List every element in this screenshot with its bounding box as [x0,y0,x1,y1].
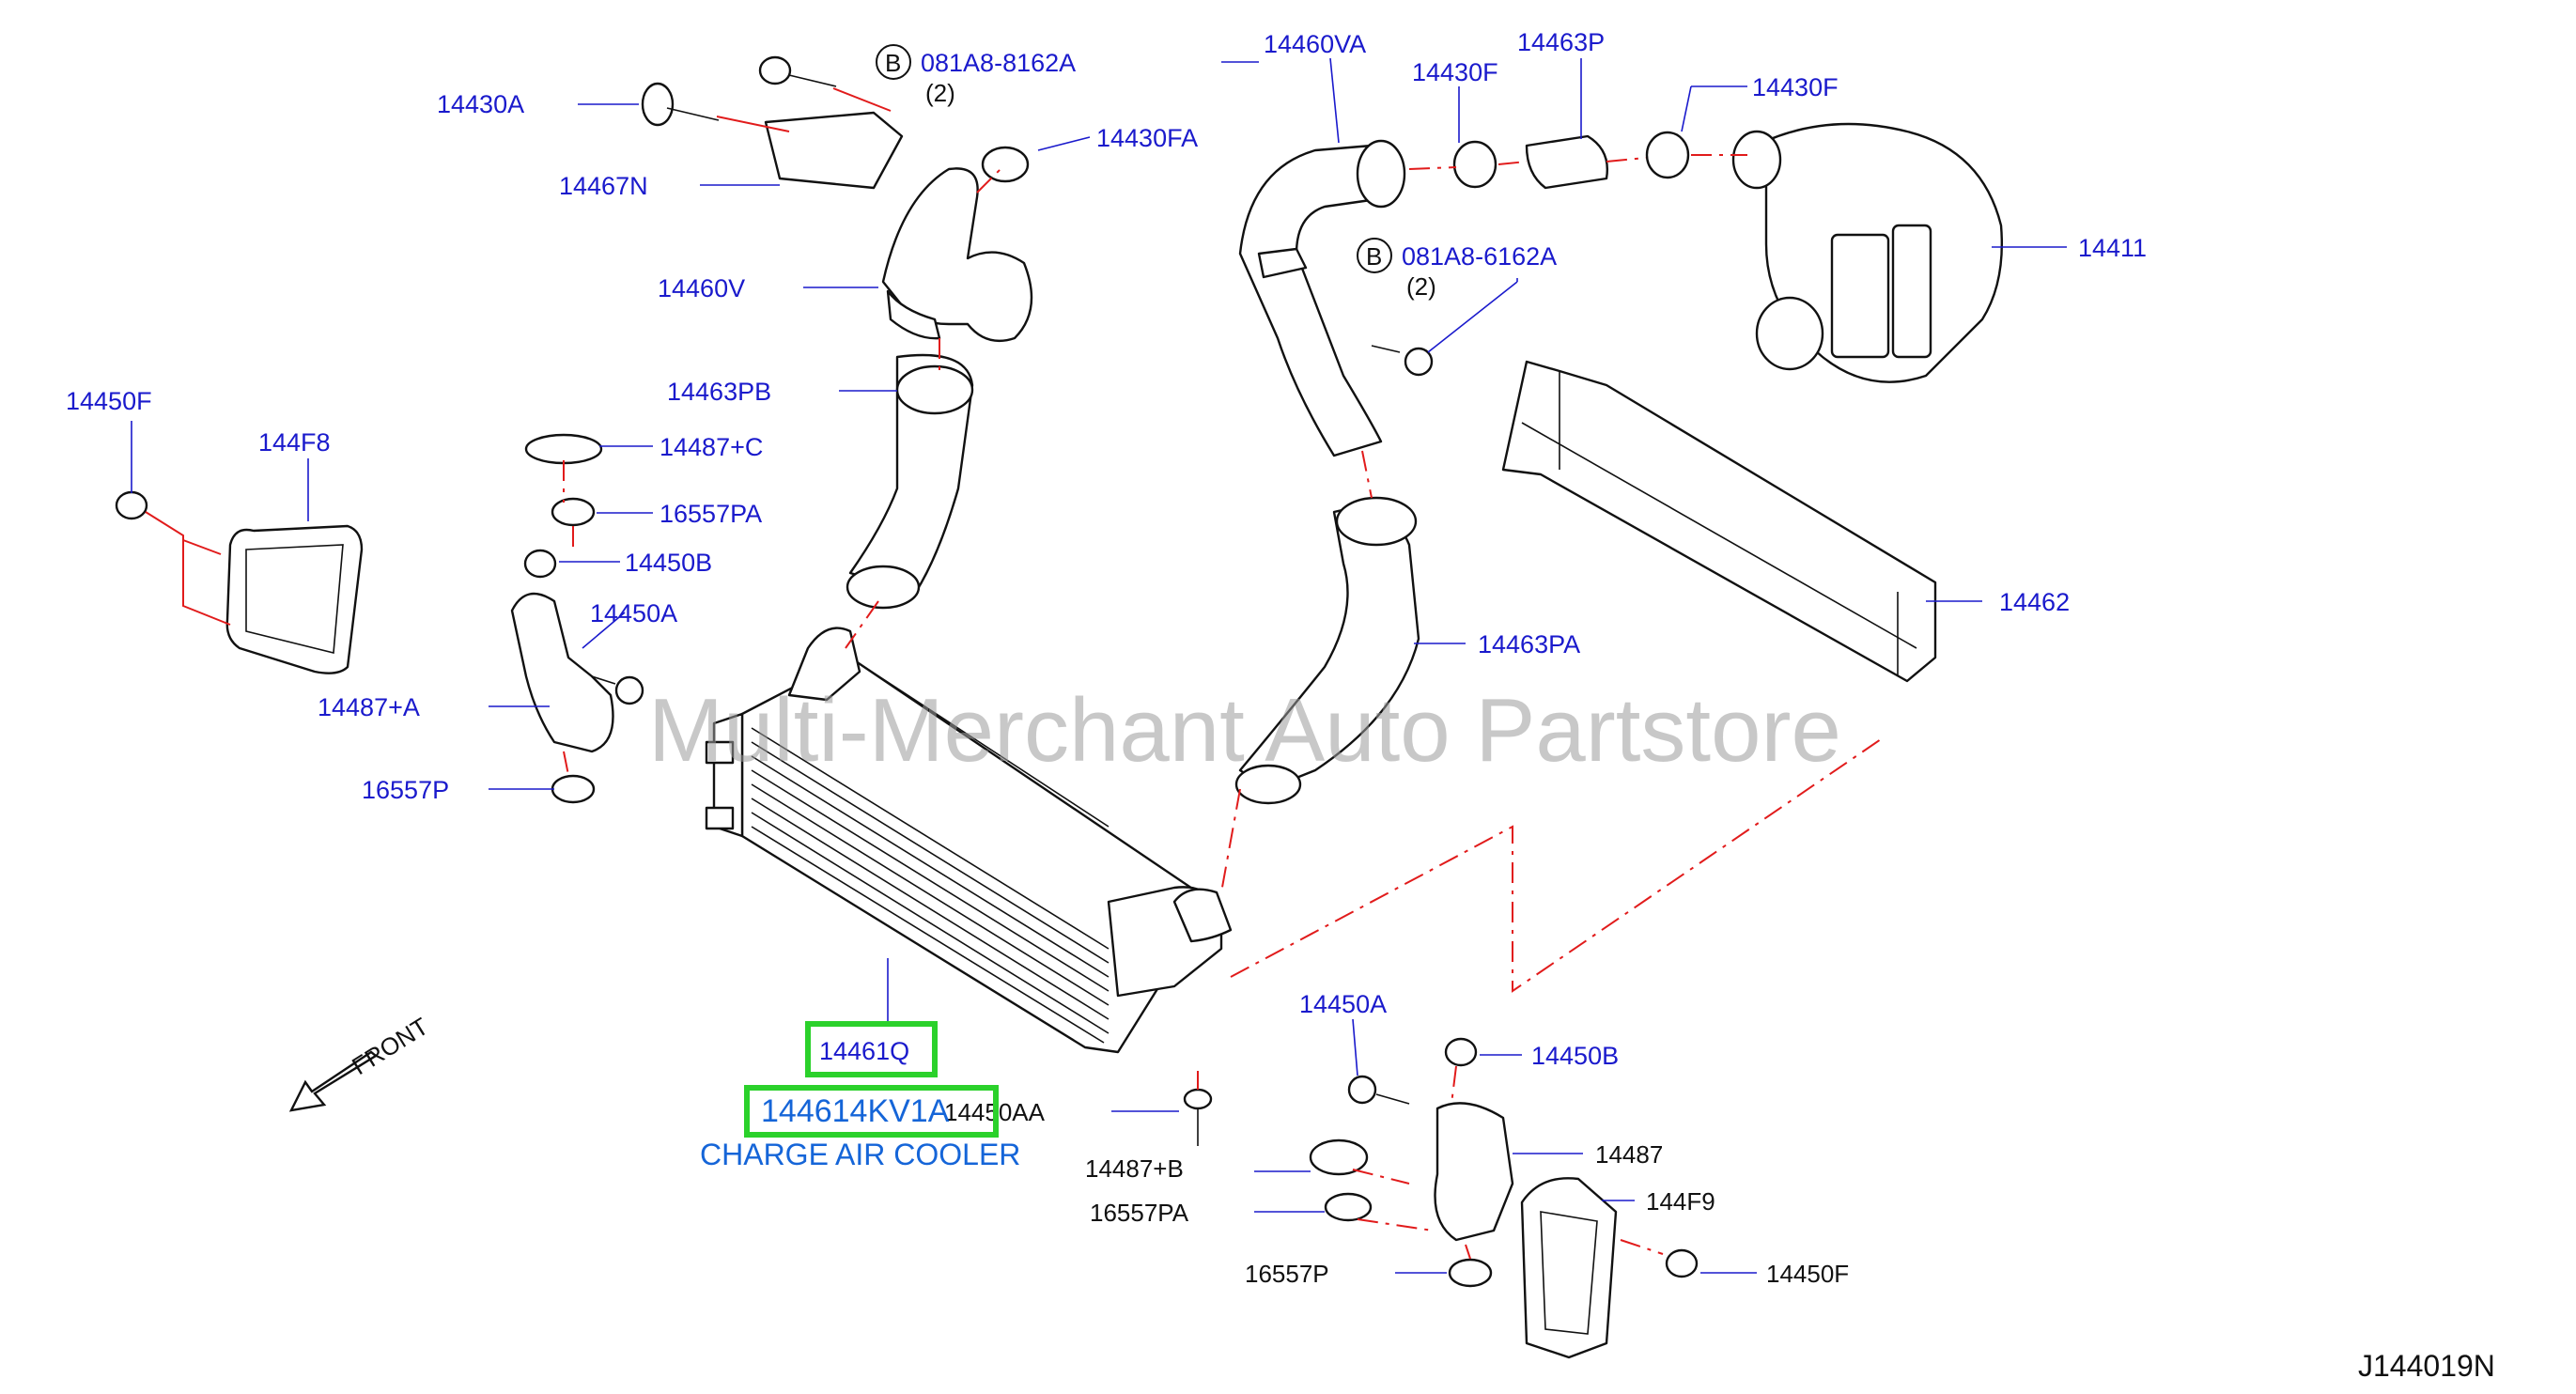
bolt-ref-circle-2 [1357,238,1392,273]
label-14450a-bot: 14450A [1299,990,1387,1018]
label-144f9: 144F9 [1646,1187,1715,1216]
label-16557pa-top: 16557PA [660,500,762,528]
label-14460va: 14460VA [1264,30,1366,58]
label-16557pa-bot: 16557PA [1090,1199,1189,1227]
bracket-14487-drawing [1309,1102,1514,1288]
label-14487c: 14487+C [660,433,763,461]
bolt-ref-callout-2: B 081A8-6162A (2) [1357,238,1557,301]
label-14430a: 14430A [437,90,524,118]
label-14487a: 14487+A [318,693,420,721]
part-labels: 14430A 14467N 14430FA 14460V 14463PB 144… [66,28,2147,1288]
hose-14463pa-drawing [1234,496,1420,805]
bolt-ref-qty-1: (2) [925,79,955,107]
label-144f8: 144F8 [258,428,331,457]
bolts-drawing [115,55,1699,1278]
highlight-part-number: 14461Q [819,1037,909,1065]
leader-lines [131,57,2067,1274]
front-arrow-icon [288,1050,379,1112]
sleeve-and-clamps-drawing [981,131,1690,190]
front-indicator: FRONT [288,1012,433,1112]
highlight-caption: CHARGE AIR COOLER [700,1138,1020,1171]
label-14467n: 14467N [559,172,648,200]
bolt-ref-qty-2: (2) [1406,272,1436,301]
label-14463pa: 14463PA [1478,630,1580,658]
bolt-ref-callout-1: B 081A8-8162A (2) [876,44,1076,107]
highlight-box-part [805,1021,938,1077]
inlet-hose-14460v-drawing [881,167,1033,343]
seal-144f9-drawing [1520,1177,1618,1359]
label-14450b-bot: 14450B [1531,1042,1619,1070]
bracket-14487a-drawing [510,433,614,804]
diagram-code: J144019N [2358,1349,2495,1383]
bolt-ref-letter-1: B [885,49,901,77]
highlight-group: 14461Q 144614KV1A CHARGE AIR COOLER [700,1021,1020,1171]
label-14487b: 14487+B [1085,1154,1184,1183]
label-14487: 14487 [1595,1140,1663,1169]
bolt-ref-number-2: 081A8-6162A [1402,242,1557,271]
hose-14460va-drawing [1238,139,1406,457]
label-14430f-b: 14430F [1752,73,1839,101]
turbocharger-drawing [1731,122,2004,383]
label-14430fa: 14430FA [1096,124,1198,152]
hose-14463pb-drawing [846,353,974,610]
label-14430f-a: 14430F [1412,58,1498,86]
watermark: Multi-Merchant Auto Partstore [648,680,1841,781]
label-14463pb: 14463PB [667,378,771,406]
label-14450a-top: 14450A [590,599,677,627]
charge-air-cooler-drawing [705,627,1233,1054]
air-guide-14462-drawing [1501,360,1937,683]
label-14450f-right: 14450F [1766,1260,1849,1288]
label-14411: 14411 [2078,234,2147,262]
connector-lines [145,87,1885,1260]
bolt-ref-letter-2: B [1366,242,1382,271]
highlight-box-oem [744,1085,999,1138]
bolt-ref-circle-1 [876,44,911,80]
label-14450b-top: 14450B [625,549,712,577]
label-16557p-left: 16557P [362,776,449,804]
label-16557p-bot: 16557P [1245,1260,1329,1288]
seal-144f8-drawing [225,524,364,674]
label-14460v: 14460V [658,274,745,302]
label-14463p: 14463P [1517,28,1605,56]
front-label: FRONT [347,1012,433,1080]
label-14462: 14462 [1999,588,2070,616]
bolt-ref-number-1: 081A8-8162A [921,49,1076,77]
label-14450f-left: 14450F [66,387,152,415]
highlight-oem-number: 144614KV1A [761,1093,950,1129]
